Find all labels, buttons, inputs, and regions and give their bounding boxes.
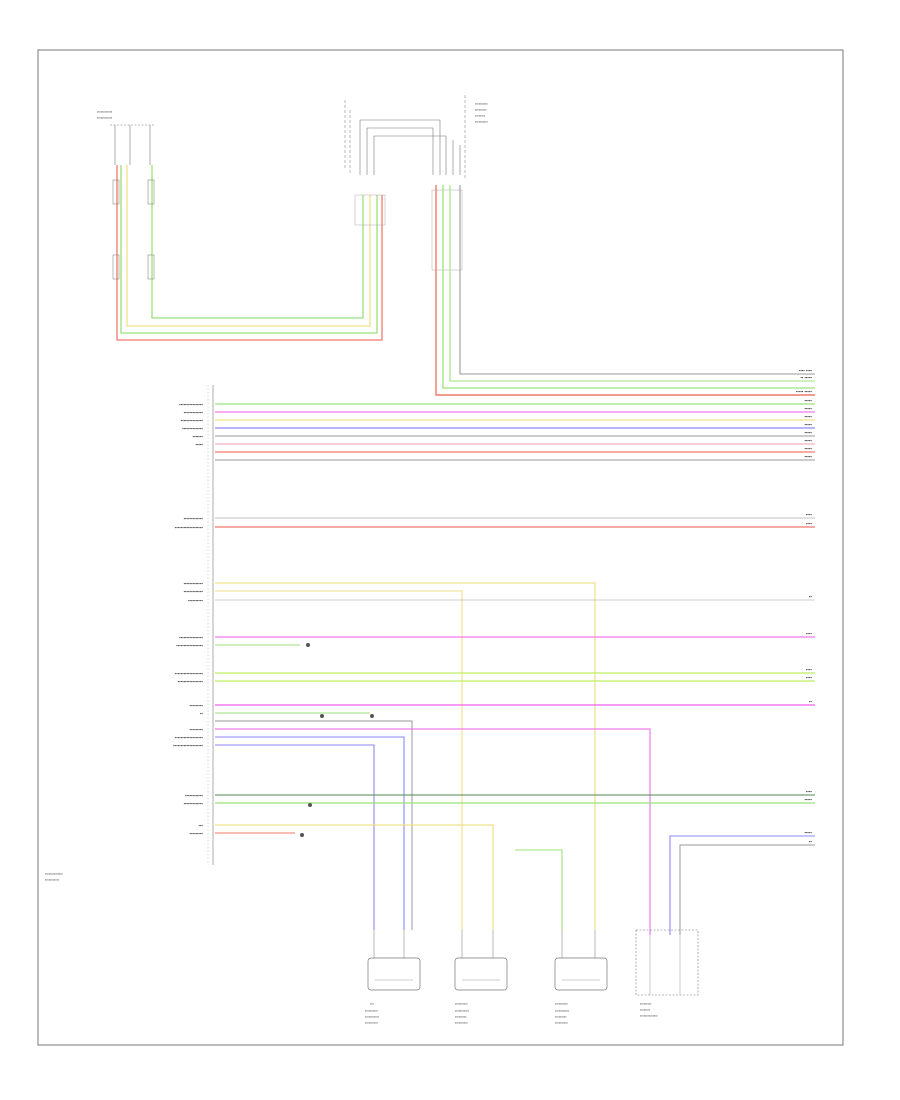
svg-text:▪▪▪▪▪: ▪▪▪▪▪ (805, 398, 813, 403)
harness-right-wires (435, 185, 815, 396)
svg-text:▪▪▪▪▪▪▪▪▪▪: ▪▪▪▪▪▪▪▪▪▪ (555, 1002, 568, 1006)
svg-text:▪▪▪▪▪▪▪▪▪▪▪▪▪▪▪▪▪▪▪: ▪▪▪▪▪▪▪▪▪▪▪▪▪▪▪▪▪▪▪ (175, 735, 204, 740)
svg-text:▪▪▪▪▪▪▪▪▪▪▪▪▪▪▪▪▪▪▪: ▪▪▪▪▪▪▪▪▪▪▪▪▪▪▪▪▪▪▪ (175, 525, 204, 530)
svg-text:▪▪▪▪▪: ▪▪▪▪▪ (805, 422, 813, 427)
svg-text:▪▪▪▪▪▪▪▪: ▪▪▪▪▪▪▪▪ (640, 1008, 650, 1012)
svg-text:▪▪▪▪▪▪▪▪▪▪▪: ▪▪▪▪▪▪▪▪▪▪▪ (365, 1015, 379, 1019)
actuator-2 (454, 930, 508, 991)
svg-text:▪▪: ▪▪ (809, 699, 812, 704)
svg-text:▪▪▪▪: ▪▪▪▪ (806, 521, 812, 526)
harness-label: ▪▪▪▪▪▪▪▪▪▪ (475, 102, 488, 106)
svg-text:▪▪▪▪: ▪▪▪▪ (806, 512, 812, 517)
svg-text:▪▪▪: ▪▪▪ (370, 1002, 374, 1006)
svg-text:▪▪▪▪▪▪▪▪▪▪▪▪▪▪▪▪▪: ▪▪▪▪▪▪▪▪▪▪▪▪▪▪▪▪▪ (178, 679, 204, 684)
actuator-1 (367, 930, 421, 991)
svg-text:▪▪▪▪▪: ▪▪▪▪▪ (805, 797, 813, 802)
svg-text:▪▪▪▪▪▪▪▪▪▪▪▪: ▪▪▪▪▪▪▪▪▪▪▪▪ (185, 793, 203, 798)
svg-text:▪▪▪▪▪▪▪▪▪: ▪▪▪▪▪▪▪▪▪ (640, 1002, 651, 1006)
pressure-sensor-wires (112, 165, 383, 341)
harness-label-4: ▪▪▪▪▪▪▪▪▪▪ (475, 120, 488, 124)
ac-pressure-sensor: ▪▪▪▪▪▪▪▪▪▪▪▪ ▪▪▪▪▪▪▪▪▪▪▪▪ (97, 110, 155, 165)
svg-text:▪▪▪▪▪ ▪▪▪▪▪: ▪▪▪▪▪ ▪▪▪▪▪ (796, 389, 813, 394)
svg-text:▪▪: ▪▪ (200, 711, 203, 716)
svg-text:▪▪▪▪▪: ▪▪▪▪▪ (196, 442, 204, 447)
svg-text:▪▪▪▪▪▪▪▪▪▪▪▪▪: ▪▪▪▪▪▪▪▪▪▪▪▪▪ (184, 516, 204, 521)
svg-text:▪▪▪▪▪▪▪▪▪: ▪▪▪▪▪▪▪▪▪ (455, 1015, 466, 1019)
svg-text:▪▪▪▪▪: ▪▪▪▪▪ (805, 406, 813, 411)
svg-text:▪▪▪▪: ▪▪▪▪ (806, 675, 812, 680)
svg-text:▪▪▪▪: ▪▪▪▪ (806, 667, 812, 672)
harness-label-3: ▪▪▪▪▪▪▪▪ (475, 114, 485, 118)
svg-text:▪▪▪▪▪▪▪▪▪: ▪▪▪▪▪▪▪▪▪ (190, 831, 204, 836)
ac-pressure-sensor-label: ▪▪▪▪▪▪▪▪▪▪▪▪ (97, 110, 112, 114)
ac-pressure-sensor-label-2: ▪▪▪▪▪▪▪▪▪▪▪▪ (97, 116, 112, 120)
svg-text:▪▪▪▪▪▪▪▪▪▪▪: ▪▪▪▪▪▪▪▪▪▪▪ (555, 1009, 569, 1013)
svg-text:▪▪▪▪▪▪▪▪▪▪: ▪▪▪▪▪▪▪▪▪▪ (555, 1021, 568, 1025)
svg-text:▪▪▪▪: ▪▪▪▪ (806, 631, 812, 636)
svg-text:▪▪▪▪▪▪▪▪▪▪▪▪▪▪: ▪▪▪▪▪▪▪▪▪▪▪▪▪▪ (182, 426, 203, 431)
svg-text:▪▪▪▪▪▪▪▪▪▪▪▪▪▪▪▪: ▪▪▪▪▪▪▪▪▪▪▪▪▪▪▪▪ (179, 635, 203, 640)
svg-text:▪▪▪▪▪▪▪▪▪: ▪▪▪▪▪▪▪▪▪ (190, 703, 204, 708)
rear-control-module (635, 929, 699, 996)
pin-labels-left: ▪▪▪▪▪▪▪▪▪▪▪▪▪▪▪▪ ▪▪▪▪▪▪▪▪▪▪▪▪▪ ▪▪▪▪▪▪▪▪▪… (173, 402, 203, 836)
hvac-harness-connector: ▪▪▪▪▪▪▪▪▪▪ ▪▪▪▪▪▪▪▪▪ ▪▪▪▪▪▪▪▪ ▪▪▪▪▪▪▪▪▪▪ (344, 95, 488, 271)
wire-tags-right: ▪▪▪▪ ▪▪▪▪ ▪▪ ▪▪▪▪▪ ▪▪▪▪▪ ▪▪▪▪▪ ▪▪▪▪▪ ▪▪▪… (796, 368, 813, 844)
svg-text:▪▪▪▪▪▪▪▪▪▪▪▪▪: ▪▪▪▪▪▪▪▪▪▪▪▪▪ (184, 801, 204, 806)
svg-text:▪▪▪▪▪▪▪▪▪: ▪▪▪▪▪▪▪▪▪ (190, 727, 204, 732)
svg-text:▪▪▪▪▪: ▪▪▪▪▪ (805, 830, 813, 835)
svg-text:▪▪▪▪▪▪▪▪▪▪▪: ▪▪▪▪▪▪▪▪▪▪▪ (455, 1009, 469, 1013)
svg-text:▪▪▪▪▪▪▪▪▪▪▪▪▪▪▪▪: ▪▪▪▪▪▪▪▪▪▪▪▪▪▪▪▪ (179, 402, 203, 407)
module-label-2: ▪▪▪▪▪▪▪▪▪▪▪ (45, 878, 59, 882)
svg-text:▪▪▪▪▪▪▪▪▪▪: ▪▪▪▪▪▪▪▪▪▪ (365, 1021, 378, 1025)
hvac-control-module: ▪▪▪▪▪▪▪▪▪▪▪▪▪▪ ▪▪▪▪▪▪▪▪▪▪▪ (45, 385, 214, 882)
svg-text:▪▪▪▪▪: ▪▪▪▪▪ (805, 446, 813, 451)
svg-text:▪▪ ▪▪▪▪▪: ▪▪ ▪▪▪▪▪ (800, 375, 812, 380)
svg-text:▪▪▪▪▪▪▪▪▪▪▪▪▪▪: ▪▪▪▪▪▪▪▪▪▪▪▪▪▪ (640, 1014, 658, 1018)
svg-text:▪▪▪▪▪▪▪▪▪▪▪▪▪▪▪: ▪▪▪▪▪▪▪▪▪▪▪▪▪▪▪ (181, 418, 204, 423)
svg-text:▪▪▪▪▪▪▪▪▪▪: ▪▪▪▪▪▪▪▪▪▪ (455, 1021, 468, 1025)
svg-text:▪▪▪▪ ▪▪▪▪: ▪▪▪▪ ▪▪▪▪ (799, 368, 813, 373)
svg-text:▪▪▪▪▪▪▪▪▪▪▪▪▪▪▪▪▪▪▪: ▪▪▪▪▪▪▪▪▪▪▪▪▪▪▪▪▪▪▪ (175, 671, 204, 676)
svg-text:▪▪▪▪▪▪▪: ▪▪▪▪▪▪▪ (193, 434, 204, 439)
svg-text:▪▪▪▪▪▪▪▪▪▪: ▪▪▪▪▪▪▪▪▪▪ (365, 1009, 378, 1013)
svg-text:▪▪▪▪▪▪▪▪▪▪▪▪▪▪▪▪▪▪: ▪▪▪▪▪▪▪▪▪▪▪▪▪▪▪▪▪▪ (176, 643, 203, 648)
module-label: ▪▪▪▪▪▪▪▪▪▪▪▪▪▪ (45, 872, 63, 876)
svg-text:▪▪: ▪▪ (809, 594, 812, 599)
actuator-labels: ▪▪▪ ▪▪▪▪▪▪▪▪▪▪ ▪▪▪▪▪▪▪▪▪▪▪ ▪▪▪▪▪▪▪▪▪▪ ▪▪… (365, 1002, 658, 1025)
splice-points (300, 643, 374, 837)
module-wires (215, 403, 815, 935)
svg-text:▪▪▪▪▪: ▪▪▪▪▪ (805, 438, 813, 443)
svg-text:▪▪▪▪▪▪▪▪▪▪▪▪▪: ▪▪▪▪▪▪▪▪▪▪▪▪▪ (184, 410, 204, 415)
harness-label-2: ▪▪▪▪▪▪▪▪▪ (475, 108, 486, 112)
svg-text:▪▪▪▪▪▪▪▪▪▪▪▪▪: ▪▪▪▪▪▪▪▪▪▪▪▪▪ (184, 581, 204, 586)
svg-text:▪▪▪▪▪▪▪▪▪▪: ▪▪▪▪▪▪▪▪▪▪ (455, 1002, 468, 1006)
svg-text:▪▪▪▪▪▪▪▪▪▪▪▪▪: ▪▪▪▪▪▪▪▪▪▪▪▪▪ (184, 589, 204, 594)
svg-text:▪▪▪▪▪▪▪▪▪: ▪▪▪▪▪▪▪▪▪ (555, 1015, 566, 1019)
svg-text:▪▪: ▪▪ (809, 839, 812, 844)
svg-text:▪▪▪▪▪▪▪▪▪▪: ▪▪▪▪▪▪▪▪▪▪ (188, 598, 203, 603)
svg-text:▪▪▪▪▪: ▪▪▪▪▪ (805, 430, 813, 435)
sheet-frame (37, 49, 844, 1046)
svg-text:▪▪▪▪▪▪▪▪▪▪▪▪▪▪▪▪▪▪▪▪: ▪▪▪▪▪▪▪▪▪▪▪▪▪▪▪▪▪▪▪▪ (173, 743, 203, 748)
svg-text:▪▪▪▪▪: ▪▪▪▪▪ (805, 454, 813, 459)
actuator-3 (554, 930, 608, 991)
svg-text:▪▪▪▪: ▪▪▪▪ (806, 789, 812, 794)
svg-text:▪▪▪: ▪▪▪ (199, 823, 204, 828)
svg-text:▪▪▪▪▪: ▪▪▪▪▪ (805, 414, 813, 419)
